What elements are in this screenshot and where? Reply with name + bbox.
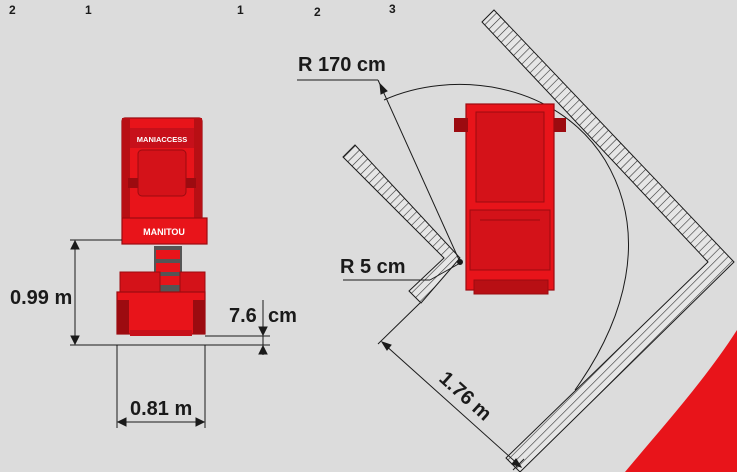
clearance-arrow-top — [258, 326, 268, 337]
header-number-4: 2 — [314, 5, 321, 19]
header-number-2: 1 — [85, 3, 92, 17]
radius-lines — [297, 79, 463, 281]
chassis-right-box — [179, 271, 206, 293]
header-numbers: 2 1 1 2 3 — [9, 2, 396, 19]
turning-radius-arc — [383, 84, 629, 391]
basket-plate — [121, 217, 208, 245]
clearance-arrow-bottom — [258, 344, 268, 355]
right-mirror-top — [554, 118, 566, 132]
aisle-dimension-line — [383, 343, 521, 467]
outer-radius-line — [377, 79, 461, 263]
mast-segment-2 — [156, 263, 180, 272]
inner-radius-line — [429, 261, 463, 281]
pivot-point — [457, 259, 463, 265]
height-label: 0.99 m — [10, 287, 72, 309]
inner-wall-hatch — [342, 144, 461, 304]
header-number-3: 1 — [237, 3, 244, 17]
top-view-machine — [454, 103, 566, 295]
front-view-machine: MANIACCESS MANITOU — [116, 117, 208, 336]
top-plate — [130, 128, 194, 148]
aisle-arrow-left — [380, 341, 392, 351]
header-number-5: 3 — [389, 2, 396, 16]
width-label: 0.81 m — [130, 398, 192, 420]
height-arrow-bottom — [70, 335, 80, 346]
width-arrow-left — [116, 417, 127, 427]
right-handle — [186, 178, 196, 188]
control-panel — [137, 149, 187, 197]
inner-wall — [342, 144, 461, 304]
manitou-logo: MANITOU — [143, 227, 185, 237]
outer-radius-arrow — [379, 82, 388, 95]
outer-wall-hatch — [481, 9, 735, 472]
aisle-extension-left — [377, 302, 421, 345]
chassis — [116, 291, 206, 335]
outer-wall — [481, 9, 735, 472]
width-arrow-right — [195, 417, 206, 427]
clearance-unit: cm — [268, 305, 297, 327]
left-mirror-top — [454, 118, 468, 132]
chassis-base — [130, 330, 192, 336]
aisle-arrow-right — [511, 458, 523, 468]
outer-radius-label: R 170 cm — [298, 54, 386, 76]
right-post — [194, 118, 202, 220]
left-post — [122, 118, 130, 220]
header-number-1: 2 — [9, 3, 16, 17]
left-wheel — [117, 300, 129, 334]
right-wheel — [193, 300, 205, 334]
mast-segment-3 — [156, 276, 180, 285]
front-dimensions — [70, 239, 270, 428]
height-arrow-top — [70, 239, 80, 250]
rear-bumper — [473, 279, 549, 295]
platform-top — [475, 111, 545, 203]
chassis-top — [469, 209, 551, 271]
mast-segment-1 — [156, 250, 180, 259]
left-handle — [128, 178, 138, 188]
chassis-left-box — [119, 271, 161, 293]
inner-radius-label: R 5 cm — [340, 256, 406, 278]
maniaccess-logo: MANIACCESS — [137, 135, 187, 144]
aisle-dimension — [377, 302, 525, 471]
brand-swoosh — [625, 330, 737, 472]
clearance-value: 7.6 — [229, 305, 257, 327]
